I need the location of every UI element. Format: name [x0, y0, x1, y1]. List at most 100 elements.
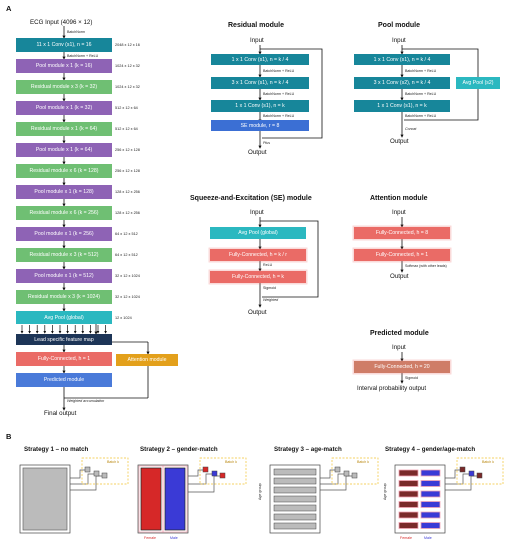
strategy-2-female: Female	[144, 536, 156, 540]
batchnorm-note: BatchNorm	[67, 30, 85, 34]
pool-note1: BatchNorm + ReLU	[405, 69, 437, 73]
female-age-cell	[398, 511, 419, 519]
attention-fc1-box: Fully-Connected, h = 8	[354, 227, 450, 239]
pool-conv1: 1 x 1 Conv (s1), n = k / 4	[354, 54, 450, 65]
age-group-row	[273, 522, 317, 530]
se-fc2-box: Fully-Connected, h = k	[210, 271, 306, 283]
predicted-module-box: Predicted module	[16, 373, 112, 387]
age-group-row	[273, 477, 317, 485]
backbone-block: Avg Pool (global)	[16, 311, 112, 324]
strategy-4-female: Female	[400, 536, 412, 540]
age-group-row	[273, 513, 317, 521]
backbone-dim: 32 x 12 x 1024	[115, 274, 140, 278]
backbone-dim: 256 x 12 x 128	[115, 169, 140, 173]
backbone-dim: 256 x 12 x 128	[115, 148, 140, 152]
backbone-dim: 64 x 12 x 512	[115, 253, 138, 257]
backbone-block: Residual module x 3 (k = 512)	[16, 248, 112, 262]
residual-conv3: 1 x 1 Conv (s1), n = k	[211, 100, 309, 112]
backbone-dim: 2048 x 12 x 16	[115, 43, 140, 47]
se-input: Input	[250, 209, 264, 216]
backbone-dim: 128 x 12 x 256	[115, 190, 140, 194]
pool-input: Input	[392, 37, 406, 44]
attention-fc2-box: Fully-Connected, h = 1	[354, 249, 450, 261]
residual-note2: BatchNorm + ReLU	[263, 92, 295, 96]
female-age-cell	[398, 501, 419, 508]
se-relu-note: ReLU	[263, 263, 273, 267]
residual-se-box: SE module, r = 8	[211, 120, 309, 131]
residual-plus-note: Plus	[263, 141, 270, 145]
pool-concat-note: Concat	[405, 127, 417, 131]
predicted-module-title: Predicted module	[370, 330, 429, 337]
pool-note3: BatchNorm + ReLU	[405, 114, 437, 118]
residual-input: Input	[250, 37, 264, 44]
strategy-3-axis: Age group	[258, 483, 262, 500]
backbone-block: Residual module x 6 (k = 128)	[16, 164, 112, 178]
strategy-3-title: Strategy 3 – age-match	[274, 446, 342, 453]
backbone-block: Residual module x 3 (k = 32)	[16, 80, 112, 94]
backbone-block: Pool module x 1 (k = 512)	[16, 269, 112, 283]
strategy-1-title: Strategy 1 – no match	[24, 446, 89, 453]
se-output: Output	[248, 309, 267, 316]
backbone-block: Pool module x 1 (k = 16)	[16, 59, 112, 73]
backbone-dim: 128 x 12 x 256	[115, 211, 140, 215]
residual-module-title: Residual module	[228, 22, 285, 29]
male-age-cell	[420, 480, 441, 487]
attention-output: Output	[390, 273, 409, 280]
pool-conv2: 3 x 1 Conv (s2), n = k / 4	[354, 77, 450, 89]
male-age-cell	[420, 511, 441, 519]
female-age-cell	[398, 480, 419, 487]
se-sigmoid-note: Sigmoid	[263, 286, 276, 290]
male-age-cell	[420, 501, 441, 508]
predicted-input: Input	[392, 344, 406, 351]
predicted-fc-box: Fully-Connected, h = 20	[354, 361, 450, 373]
panel-a-label: A	[6, 4, 12, 13]
pool-conv3: 1 x 1 Conv (s1), n = k	[354, 100, 450, 112]
backbone-dim: 1024 x 12 x 32	[115, 85, 140, 89]
female-age-cell	[398, 490, 419, 498]
attention-module-box: Attention module	[116, 354, 178, 366]
backbone-dim: 512 x 12 x 64	[115, 106, 138, 110]
residual-note1: BatchNorm + ReLU	[263, 69, 295, 73]
backbone-block: Pool module x 1 (k = 128)	[16, 185, 112, 199]
female-age-cell	[398, 522, 419, 529]
strategy-2-title: Strategy 2 – gender-match	[140, 446, 218, 453]
backbone-block: Pool module x 1 (k = 256)	[16, 227, 112, 241]
backbone-note: BatchNorm + ReLU	[67, 54, 99, 58]
se-weighted-note: Weighted	[263, 298, 279, 302]
male-age-cell	[420, 522, 441, 529]
strategy-4-axis: Age group	[383, 483, 387, 500]
female-age-cell	[398, 469, 419, 477]
predicted-output: Interval probability output	[357, 385, 427, 392]
se-fc1-box: Fully-Connected, h = k / r	[210, 249, 306, 261]
backbone-dim: 1024 x 12 x 32	[115, 64, 140, 68]
fc-box: Fully-Connected, h = 1	[16, 352, 112, 366]
backbone-block: Residual module x 3 (k = 1024)	[16, 290, 112, 304]
age-group-row	[273, 504, 317, 512]
strategy-3-batch: Batch k	[357, 460, 369, 464]
attention-softmax-note: Softmax (with other leads)	[405, 264, 447, 268]
strategy-4-batch: Batch k	[482, 460, 494, 464]
lead-feature-map: Lead specific feature map	[16, 334, 112, 345]
panel-b-label: B	[6, 432, 12, 441]
backbone-block: 11 x 1 Conv (s1), n = 16	[16, 38, 112, 52]
pool-note2: BatchNorm + ReLU	[405, 92, 437, 96]
backbone-dim: 12 x 1024	[115, 316, 132, 320]
attention-module-title: Attention module	[370, 195, 428, 202]
se-module-title: Squeeze-and-Excitation (SE) module	[190, 195, 312, 202]
se-avgpool-box: Avg Pool (global)	[210, 227, 306, 239]
strategy-2-male: Male	[170, 536, 178, 540]
strategy-2-batch: Batch k	[225, 460, 237, 464]
residual-output: Output	[248, 149, 267, 156]
residual-conv2: 3 x 1 Conv (s1), n = k / 4	[211, 77, 309, 89]
backbone-block: Pool module x 1 (k = 32)	[16, 101, 112, 115]
pool-module-title: Pool module	[378, 22, 420, 29]
backbone-block: Pool module x 1 (k = 64)	[16, 143, 112, 157]
backbone-dim: 32 x 12 x 1024	[115, 295, 140, 299]
weighted-accumulation-note: Weighted accumulation	[67, 399, 105, 403]
predicted-sigmoid-note: Sigmoid	[405, 376, 418, 380]
pool-avgpool-box: Avg Pool (s2)	[456, 77, 500, 89]
male-age-cell	[420, 490, 441, 498]
backbone-block: Residual module x 1 (k = 64)	[16, 122, 112, 136]
backbone-dim: 512 x 12 x 64	[115, 127, 138, 131]
